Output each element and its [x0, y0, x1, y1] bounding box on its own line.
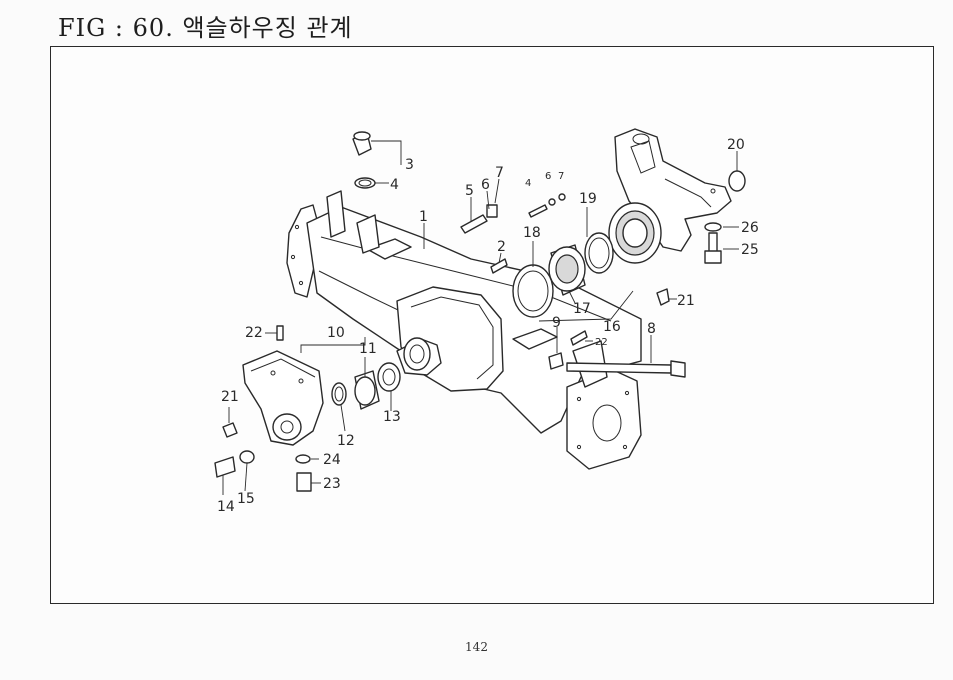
callout-23: 23 [323, 476, 341, 492]
trunnion-bracket-left [242, 350, 324, 446]
hardware [214, 131, 746, 492]
page-number: 142 [465, 640, 488, 654]
callout-4: 4 [390, 177, 399, 193]
callout-20: 20 [727, 137, 745, 153]
callout-22b: 22 [595, 337, 608, 348]
callout-17: 17 [573, 301, 591, 317]
callout-10: 10 [327, 325, 345, 341]
callout-3: 3 [405, 157, 414, 173]
callout-12: 12 [337, 433, 355, 449]
callout-15: 15 [237, 491, 255, 507]
diagram-frame: 1 2 3 4 4 5 6 6 7 7 8 9 10 11 12 13 14 1… [50, 46, 934, 604]
callout-6b: 6 [545, 171, 551, 182]
callout-2: 2 [497, 239, 506, 255]
callout-19: 19 [579, 191, 597, 207]
callout-16: 16 [603, 319, 621, 335]
callout-11: 11 [359, 341, 377, 357]
callout-26: 26 [741, 220, 759, 236]
callout-9: 9 [552, 315, 561, 331]
callout-18: 18 [523, 225, 541, 241]
bearing-set [512, 202, 662, 318]
callout-14: 14 [217, 499, 235, 515]
callout-4b: 4 [525, 178, 531, 189]
right-flange [566, 368, 642, 470]
callout-13: 13 [383, 409, 401, 425]
callout-25: 25 [741, 242, 759, 258]
callout-21: 21 [677, 293, 695, 309]
callout-7: 7 [495, 165, 504, 181]
callout-22: 22 [245, 325, 263, 341]
leader-lines [222, 140, 739, 495]
callout-21b: 21 [221, 389, 239, 405]
callout-6: 6 [481, 177, 490, 193]
callout-1: 1 [419, 209, 428, 225]
callout-24: 24 [323, 452, 341, 468]
callout-5: 5 [465, 183, 474, 199]
exploded-parts-diagram: 1 2 3 4 4 5 6 6 7 7 8 9 10 11 12 13 14 1… [214, 128, 759, 515]
callout-7b: 7 [558, 171, 564, 182]
bushing-set [331, 337, 431, 410]
page-title: FIG : 60. 액슬하우징 관계 [58, 14, 353, 42]
callout-8: 8 [647, 321, 656, 337]
callouts: 1 2 3 4 4 5 6 6 7 7 8 9 10 11 12 13 14 1… [217, 137, 759, 515]
